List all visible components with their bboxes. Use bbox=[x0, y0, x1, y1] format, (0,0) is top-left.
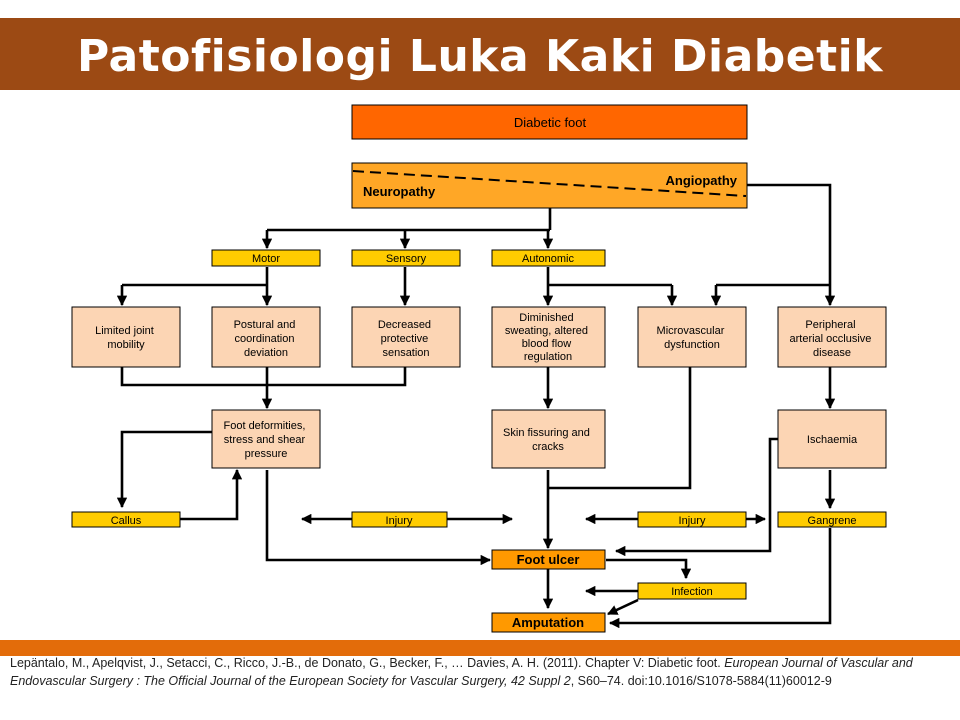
peripheral-line-1: Peripheral bbox=[805, 319, 855, 331]
callus-label: Callus bbox=[111, 515, 142, 527]
diminished-line-4: regulation bbox=[524, 351, 572, 363]
foot-deformities-line-1: Foot deformities, bbox=[224, 420, 306, 432]
gangrene-label: Gangrene bbox=[808, 515, 857, 527]
postural-line-2: coordination bbox=[235, 333, 295, 345]
diminished-sweating-label: Diminished sweating, altered blood flow … bbox=[505, 312, 591, 363]
arrow-infection-to-amputation bbox=[607, 598, 639, 616]
postural-box bbox=[211, 306, 321, 368]
microvascular-line-1: Microvascular bbox=[657, 325, 725, 337]
citation-authors: Lepäntalo, M., Apelqvist, J., Setacci, C… bbox=[10, 656, 725, 670]
limited-joint-line-1: Limited joint bbox=[95, 325, 154, 337]
neuropathy-angiopathy-divider bbox=[352, 170, 747, 197]
peripheral-arterial-label: Peripheral arterial occlusive disease bbox=[790, 319, 875, 359]
foot-deformities-box bbox=[211, 409, 321, 469]
connector-callus-to-deformities bbox=[180, 468, 243, 521]
amputation-label: Amputation bbox=[512, 615, 584, 630]
connector-neuropathy-branch bbox=[267, 208, 552, 232]
infection-box bbox=[637, 582, 747, 600]
infection-label: Infection bbox=[671, 586, 713, 598]
peripheral-line-3: disease bbox=[813, 347, 851, 359]
skin-fissuring-box bbox=[491, 409, 606, 469]
postural-line-3: deviation bbox=[244, 347, 288, 359]
connectors bbox=[116, 183, 836, 629]
connector-deformities-to-ulcer bbox=[265, 470, 492, 566]
injury-left-label: Injury bbox=[386, 515, 413, 527]
limited-joint-label: Limited joint mobility bbox=[95, 325, 157, 351]
injury-right-box bbox=[637, 511, 747, 528]
sensory-label: Sensory bbox=[386, 253, 427, 265]
sensory-box bbox=[351, 249, 461, 267]
ischaemia-box bbox=[777, 409, 887, 469]
connector-angiopathy-branch bbox=[716, 183, 832, 287]
microvascular-box bbox=[637, 306, 747, 368]
diabetic-foot-box bbox=[351, 104, 748, 140]
decreased-line-2: protective bbox=[381, 333, 429, 345]
connector-ulcer-to-infection bbox=[606, 558, 692, 580]
motor-label: Motor bbox=[252, 253, 280, 265]
autonomic-box bbox=[491, 249, 606, 267]
gangrene-box bbox=[777, 511, 887, 528]
skin-fissuring-line-1: Skin fissuring and bbox=[503, 427, 590, 439]
injury-left-box bbox=[351, 511, 448, 528]
skin-fissuring-label: Skin fissuring and cracks bbox=[503, 427, 593, 453]
diminished-line-1: Diminished bbox=[519, 312, 573, 324]
connector-deformities-to-callus bbox=[116, 430, 212, 509]
slide-title: Patofisiologi Luka Kaki Diabetik bbox=[76, 31, 884, 82]
postural-line-1: Postural and bbox=[234, 319, 296, 331]
decreased-line-1: Decreased bbox=[378, 319, 431, 331]
injury-right-label: Injury bbox=[679, 515, 706, 527]
diminished-line-2: sweating, altered bbox=[505, 325, 588, 337]
microvascular-label: Microvascular dysfunction bbox=[657, 325, 728, 351]
skin-fissuring-line-2: cracks bbox=[532, 441, 564, 453]
connector-microvascular-down bbox=[548, 367, 692, 490]
limited-joint-line-2: mobility bbox=[107, 339, 145, 351]
peripheral-arterial-box bbox=[777, 306, 887, 368]
neuropathy-angiopathy-box bbox=[351, 162, 748, 209]
diminished-sweating-box bbox=[491, 306, 606, 368]
connector-gangrene-to-amputation bbox=[608, 528, 832, 629]
connector-autonomic-branch bbox=[546, 267, 672, 287]
autonomic-label: Autonomic bbox=[522, 253, 574, 265]
motor-box bbox=[211, 249, 321, 267]
foot-deformities-line-2: stress and shear bbox=[224, 434, 306, 446]
foot-deformities-label: Foot deformities, stress and shear press… bbox=[224, 420, 309, 460]
diminished-line-3: blood flow bbox=[522, 338, 572, 350]
citation-rest: , S60–74. doi:10.1016/S1078-5884(11)6001… bbox=[570, 673, 832, 688]
microvascular-line-2: dysfunction bbox=[664, 339, 720, 351]
postural-label: Postural and coordination deviation bbox=[234, 319, 299, 359]
decreased-line-3: sensation bbox=[382, 347, 429, 359]
neuropathy-label: Neuropathy bbox=[363, 184, 436, 199]
angiopathy-label: Angiopathy bbox=[666, 173, 738, 188]
ischaemia-label: Ischaemia bbox=[807, 434, 858, 446]
foot-deformities-line-3: pressure bbox=[245, 448, 288, 460]
decreased-sensation-box bbox=[351, 306, 461, 368]
decreased-sensation-label: Decreased protective sensation bbox=[378, 319, 434, 359]
connector-ischaemia-to-ulcer bbox=[614, 437, 778, 557]
footer-accent-strip bbox=[0, 640, 960, 656]
citation-journal: European Journal of Vascular and Endovas… bbox=[10, 656, 913, 688]
peripheral-line-2: arterial occlusive bbox=[790, 333, 872, 345]
callus-box bbox=[71, 511, 181, 528]
connector-motor-branch bbox=[122, 267, 269, 287]
citation: Lepäntalo, M., Apelqvist, J., Setacci, C… bbox=[10, 655, 956, 690]
diabetic-foot-label: Diabetic foot bbox=[514, 115, 587, 130]
foot-ulcer-label: Foot ulcer bbox=[517, 552, 580, 567]
pathophysiology-flowchart: Diabetic foot Angiopathy Neuropathy Moto… bbox=[71, 104, 887, 633]
limited-joint-box bbox=[71, 306, 181, 368]
title-bar: Patofisiologi Luka Kaki Diabetik bbox=[0, 18, 960, 90]
connector-row1-merge bbox=[120, 367, 407, 387]
amputation-box bbox=[491, 612, 606, 633]
foot-ulcer-box bbox=[491, 549, 606, 570]
